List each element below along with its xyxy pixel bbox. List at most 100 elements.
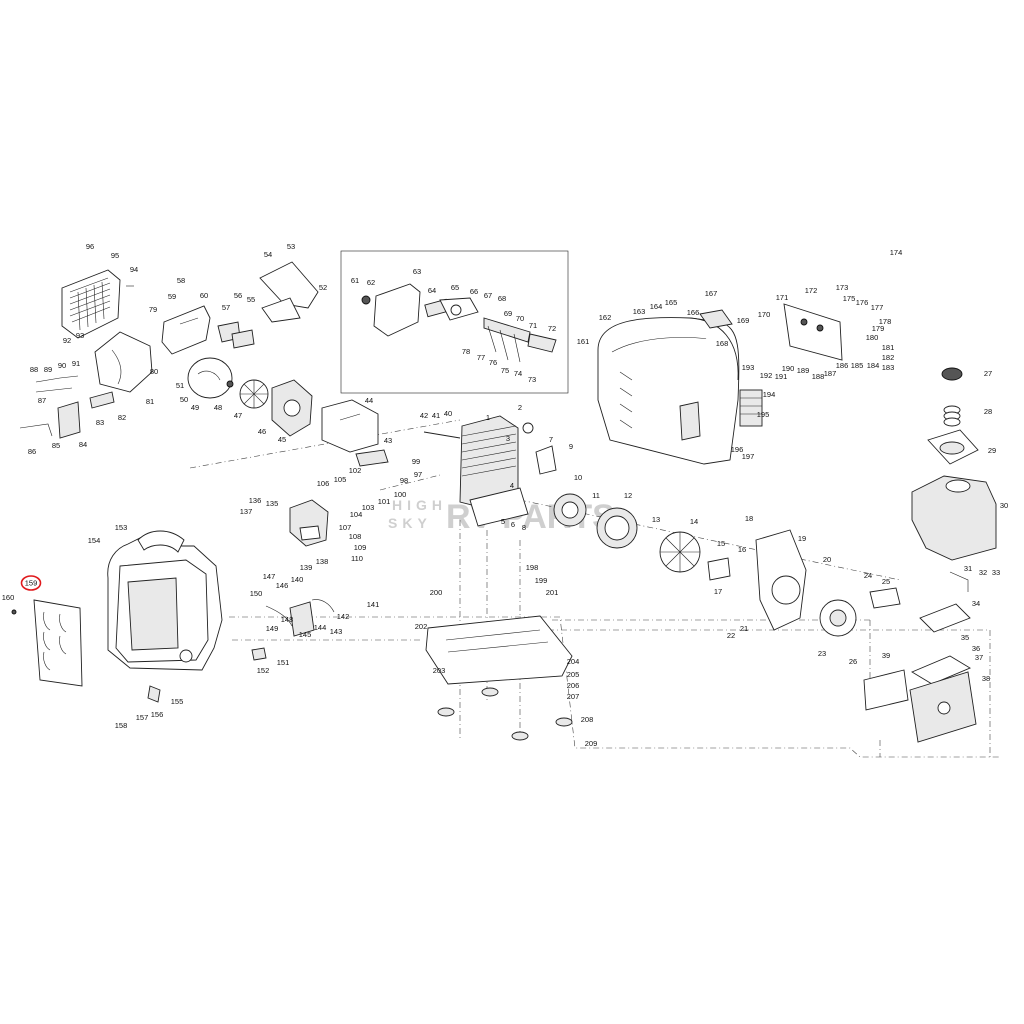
callout-43: 43 — [384, 436, 392, 445]
callout-19: 19 — [798, 534, 806, 543]
callout-51: 51 — [176, 381, 184, 390]
callout-179: 179 — [872, 324, 885, 333]
callout-90: 90 — [58, 361, 66, 370]
callout-76: 76 — [489, 358, 497, 367]
callout-35: 35 — [961, 633, 969, 642]
callout-194: 194 — [763, 390, 776, 399]
callout-46: 46 — [258, 427, 266, 436]
alternator-group — [553, 493, 901, 637]
callout-137: 137 — [240, 507, 253, 516]
callout-22: 22 — [727, 631, 735, 640]
callout-11: 11 — [592, 491, 600, 500]
callout-60: 60 — [200, 291, 208, 300]
callout-73: 73 — [528, 375, 536, 384]
callout-96: 96 — [86, 242, 94, 251]
callout-105: 105 — [334, 475, 347, 484]
callout-106: 106 — [317, 479, 330, 488]
callout-182: 182 — [882, 353, 895, 362]
callout-203: 203 — [433, 666, 446, 675]
callout-109: 109 — [354, 543, 367, 552]
callout-9: 9 — [569, 442, 573, 451]
callout-149: 149 — [266, 624, 279, 633]
callout-8: 8 — [522, 523, 526, 532]
callout-108: 108 — [349, 532, 362, 541]
cover-panel-159 — [11, 599, 83, 687]
callout-207: 207 — [567, 692, 580, 701]
base-frame — [425, 615, 573, 741]
callout-154: 154 — [88, 536, 101, 545]
callout-75: 75 — [501, 366, 509, 375]
callout-178: 178 — [879, 317, 892, 326]
shroud-group — [19, 269, 153, 439]
callout-192: 192 — [760, 371, 773, 380]
callout-42: 42 — [420, 411, 428, 420]
callout-67: 67 — [484, 291, 492, 300]
callout-54: 54 — [264, 250, 272, 259]
callout-55: 55 — [247, 295, 255, 304]
callout-161: 161 — [577, 337, 590, 346]
callout-204: 204 — [567, 657, 580, 666]
callout-32: 32 — [979, 568, 987, 577]
callout-155: 155 — [171, 697, 184, 706]
callout-176: 176 — [856, 298, 869, 307]
callout-2: 2 — [518, 403, 522, 412]
callout-85: 85 — [52, 441, 60, 450]
fuel-tank-group — [911, 367, 997, 592]
callout-41: 41 — [432, 411, 440, 420]
callout-40: 40 — [444, 409, 452, 418]
callout-196: 196 — [731, 445, 744, 454]
right-housing — [597, 317, 740, 465]
callout-26: 26 — [849, 657, 857, 666]
fan-housing-group — [161, 261, 319, 437]
callout-83: 83 — [96, 418, 104, 427]
callout-189: 189 — [797, 366, 810, 375]
callout-98: 98 — [400, 476, 408, 485]
callout-62: 62 — [367, 278, 375, 287]
callout-53: 53 — [287, 242, 295, 251]
callout-3: 3 — [506, 434, 510, 443]
callout-89: 89 — [44, 365, 52, 374]
control-panel — [699, 303, 843, 427]
callout-143: 143 — [330, 627, 343, 636]
callout-71: 71 — [529, 321, 537, 330]
callout-29: 29 — [988, 446, 996, 455]
callout-95: 95 — [111, 251, 119, 260]
callout-184: 184 — [867, 361, 880, 370]
callout-152: 152 — [257, 666, 270, 675]
callout-33: 33 — [992, 568, 1000, 577]
callout-31: 31 — [964, 564, 972, 573]
callout-138: 138 — [316, 557, 329, 566]
callout-61: 61 — [351, 276, 359, 285]
callout-175: 175 — [843, 294, 856, 303]
callout-21: 21 — [740, 624, 748, 633]
callout-198: 198 — [526, 563, 539, 572]
callout-38: 38 — [982, 674, 990, 683]
callout-18: 18 — [745, 514, 753, 523]
callout-68: 68 — [498, 294, 506, 303]
callout-65: 65 — [451, 283, 459, 292]
callout-58: 58 — [177, 276, 185, 285]
callout-14: 14 — [690, 517, 698, 526]
callout-188: 188 — [812, 372, 825, 381]
callout-205: 205 — [567, 670, 580, 679]
callout-44: 44 — [365, 396, 373, 405]
highlight-159: 159 — [20, 575, 42, 591]
callout-156: 156 — [151, 710, 164, 719]
callout-74: 74 — [514, 369, 522, 378]
callout-162: 162 — [599, 313, 612, 322]
callout-100: 100 — [394, 490, 407, 499]
callout-47: 47 — [234, 411, 242, 420]
callout-34: 34 — [972, 599, 980, 608]
callout-171: 171 — [776, 293, 789, 302]
callout-169: 169 — [737, 316, 750, 325]
fuel-pump-group — [251, 499, 335, 661]
callout-136: 136 — [249, 496, 262, 505]
callout-186: 186 — [836, 361, 849, 370]
callout-103: 103 — [362, 503, 375, 512]
callout-93: 93 — [76, 331, 84, 340]
callout-183: 183 — [882, 363, 895, 372]
engine-block — [423, 415, 557, 527]
callout-30: 30 — [1000, 501, 1008, 510]
callout-101: 101 — [378, 497, 391, 506]
callout-190: 190 — [782, 364, 795, 373]
